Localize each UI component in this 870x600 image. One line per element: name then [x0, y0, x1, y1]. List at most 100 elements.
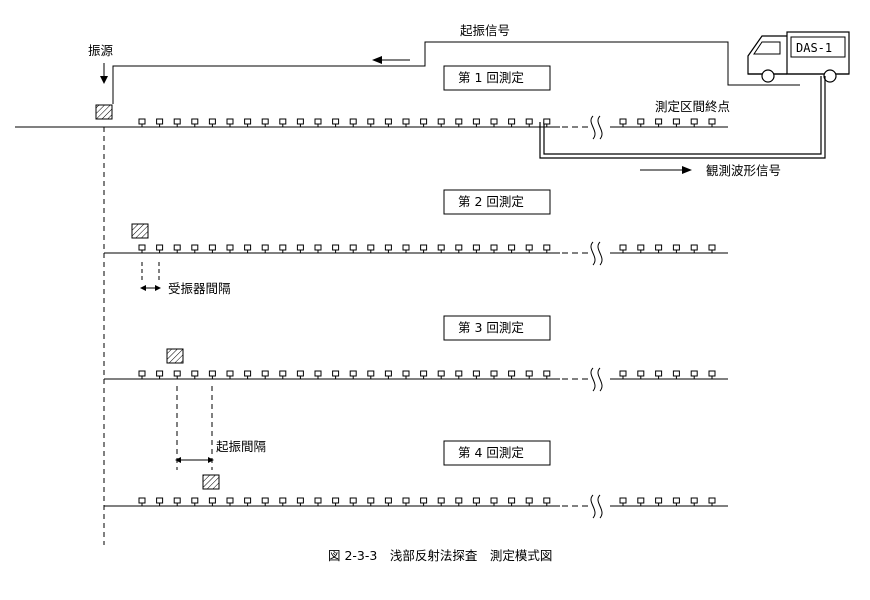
- geophone-icon: [402, 118, 410, 125]
- measurement-box: 第 2 回測定: [443, 189, 551, 215]
- geophone-icon: [173, 118, 181, 125]
- geophone-icon: [490, 118, 498, 125]
- geophone-icon: [543, 244, 551, 251]
- geophone-icon: [226, 370, 234, 377]
- das-label: DAS-1: [796, 41, 832, 55]
- geophone-icon: [619, 118, 627, 125]
- geophone-icon: [279, 118, 287, 125]
- geophone-icon: [402, 370, 410, 377]
- geophone-icon: [384, 118, 392, 125]
- geophone-icon: [173, 244, 181, 251]
- geophone-icon: [156, 118, 164, 125]
- geophone-icon: [138, 370, 146, 377]
- break-mark: [597, 367, 603, 392]
- measurement-label: 第 3 回測定: [458, 320, 524, 335]
- measurement-label: 第 2 回測定: [458, 194, 524, 209]
- geophone-icon: [367, 118, 375, 125]
- geophone-icon: [637, 118, 645, 125]
- break-mark: [597, 115, 603, 140]
- geophone-icon: [261, 497, 269, 504]
- geophone-icon: [244, 244, 252, 251]
- geophone-icon: [261, 244, 269, 251]
- geophone-icon: [490, 370, 498, 377]
- geophone-icon: [367, 497, 375, 504]
- geophone-icon: [279, 370, 287, 377]
- geophone-icon: [138, 497, 146, 504]
- geophone-icon: [296, 370, 304, 377]
- source-arrow-head: [100, 76, 108, 84]
- geophone-icon: [314, 244, 322, 251]
- geophone-icon: [420, 497, 428, 504]
- geophone-icon: [708, 244, 716, 251]
- geophone-icon: [690, 370, 698, 377]
- geophone-icon: [314, 118, 322, 125]
- geophone-icon: [191, 118, 199, 125]
- geophone-icon: [156, 370, 164, 377]
- geophone-icon: [708, 370, 716, 377]
- geophone-icon: [402, 497, 410, 504]
- waveform-cable-inner: [543, 76, 822, 155]
- trigger-signal-line: [112, 41, 800, 104]
- geophone-icon: [655, 244, 663, 251]
- geophone-icon: [543, 497, 551, 504]
- geophone-icon: [314, 370, 322, 377]
- geophone-icon: [437, 244, 445, 251]
- geophone-icon: [420, 244, 428, 251]
- geophone-icon: [455, 244, 463, 251]
- geophone-icon: [244, 497, 252, 504]
- geophone-icon: [472, 118, 480, 125]
- geophone-icon: [543, 118, 551, 125]
- geophone-icon: [455, 497, 463, 504]
- geophone-icon: [208, 244, 216, 251]
- geophone-icon: [525, 370, 533, 377]
- geophone-icon: [226, 244, 234, 251]
- geophone-icon: [455, 370, 463, 377]
- geophone-icon: [208, 118, 216, 125]
- geophone-icon: [279, 244, 287, 251]
- geophone-icon: [349, 497, 357, 504]
- break-mark: [597, 494, 603, 519]
- break-mark: [597, 241, 603, 266]
- geophone-icon: [314, 497, 322, 504]
- geophone-icon: [437, 118, 445, 125]
- waveform-signal-arrow-head: [682, 166, 692, 174]
- shot-interval-arrow-head: [208, 457, 214, 463]
- geophone-icon: [420, 370, 428, 377]
- measurement-box: 第 1 回測定: [443, 65, 551, 91]
- geophone-icon: [279, 497, 287, 504]
- geophone-icon: [173, 370, 181, 377]
- geophone-icon: [261, 370, 269, 377]
- measurement-label: 第 4 回測定: [458, 445, 524, 460]
- geophone-icon: [690, 497, 698, 504]
- geophone-icon: [191, 497, 199, 504]
- geophone-icon: [525, 244, 533, 251]
- geophone-icon: [619, 370, 627, 377]
- geophone-icon: [296, 244, 304, 251]
- break-mark: [590, 367, 596, 392]
- waveform-signal-label: 観測波形信号: [706, 163, 781, 178]
- geophone-icon: [637, 497, 645, 504]
- geophone-icon: [296, 497, 304, 504]
- geophone-icon: [472, 244, 480, 251]
- geophone-icon: [437, 497, 445, 504]
- break-mark: [590, 115, 596, 140]
- geophone-icon: [349, 370, 357, 377]
- geophone-icon: [156, 244, 164, 251]
- measurement-label: 第 1 回測定: [458, 70, 524, 85]
- geophone-icon: [472, 370, 480, 377]
- geophone-icon: [402, 244, 410, 251]
- geophone-icon: [672, 118, 680, 125]
- geophone-icon: [690, 244, 698, 251]
- geophone-icon: [490, 244, 498, 251]
- receiver-interval-arrow-head: [155, 285, 161, 291]
- geophone-icon: [637, 244, 645, 251]
- receiver-interval-arrow-head: [140, 285, 146, 291]
- geophone-icon: [156, 497, 164, 504]
- geophone-icon: [208, 370, 216, 377]
- geophone-icon: [420, 118, 428, 125]
- geophone-icon: [525, 497, 533, 504]
- geophone-icon: [138, 244, 146, 251]
- geophone-icon: [690, 118, 698, 125]
- geophone-icon: [367, 370, 375, 377]
